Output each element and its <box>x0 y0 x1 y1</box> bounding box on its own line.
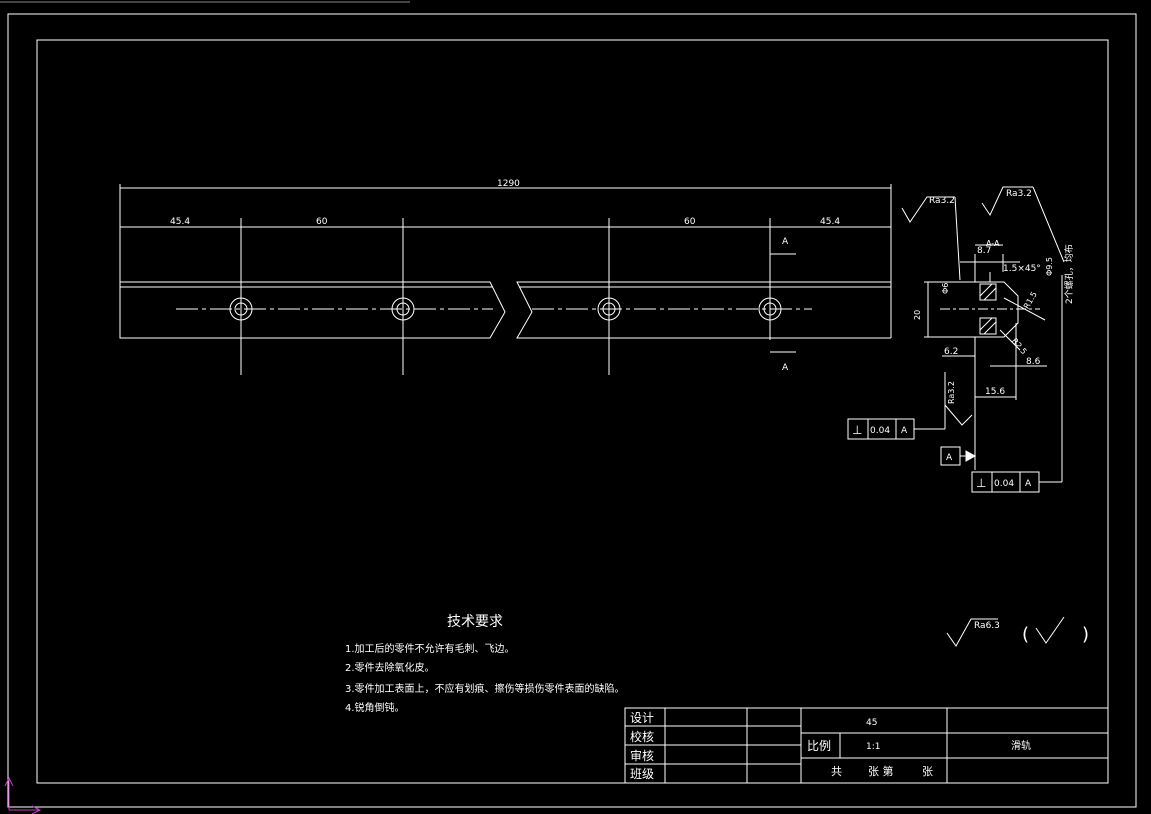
dim-diameter: Φ9.5 <box>1045 257 1054 276</box>
tb-sheet-mid: 张 第 <box>868 764 894 778</box>
requirement-4: 4.锐角倒钝。 <box>345 701 405 714</box>
requirement-3: 3.零件加工表面上，不应有划痕、擦伤等损伤零件表面的缺陷。 <box>345 682 625 695</box>
roughness-top-left: Ra3.2 <box>929 196 955 206</box>
general-roughness-symbol <box>946 616 1065 647</box>
tol1-value: 0.04 <box>870 426 890 436</box>
dim-left-spacing: 60 <box>316 217 328 227</box>
inner-border <box>36 39 1109 784</box>
tol2-datum: A <box>1025 479 1032 489</box>
dim-height: 20 <box>913 310 922 320</box>
requirements-title: 技术要求 <box>447 614 503 630</box>
tol2-symbol: ⊥ <box>976 476 986 490</box>
section-view <box>901 186 1065 483</box>
dim-right-offset: 45.4 <box>820 217 840 227</box>
tol1-symbol: ⊥ <box>852 423 862 437</box>
ucs-icon <box>4 776 42 814</box>
dim-6-2: 6.2 <box>944 347 958 357</box>
dim-right-spacing: 60 <box>684 217 696 227</box>
section-marker-top: A <box>782 237 789 247</box>
tb-row-class: 班级 <box>630 767 654 781</box>
tolerance-frame-1 <box>847 418 915 440</box>
roughness-side: Ra3.2 <box>947 381 956 404</box>
tb-row-design: 设计 <box>630 711 654 725</box>
outer-border <box>7 13 1137 808</box>
tb-scale-label: 比例 <box>807 739 831 753</box>
tb-scale-value: 1:1 <box>866 742 880 752</box>
dim-left-offset: 45.4 <box>170 217 190 227</box>
dim-chamfer: 1.5×45° <box>1003 264 1041 274</box>
dim-phi6: Φ6 <box>941 283 950 294</box>
thread-note: 2个螺孔，均布 <box>1063 244 1075 304</box>
tb-sheet-total: 共 <box>831 765 842 778</box>
tb-material: 45 <box>866 718 877 728</box>
main-view <box>119 184 892 375</box>
roughness-top-right: Ra3.2 <box>1006 189 1032 199</box>
dim-8-6: 8.6 <box>1026 357 1041 367</box>
requirement-1: 1.加工后的零件不允许有毛刺、飞边。 <box>345 642 515 655</box>
tb-part-name: 滑轨 <box>1011 739 1031 752</box>
requirement-2: 2.零件去除氧化皮。 <box>345 661 435 674</box>
general-roughness-close: ) <box>1082 624 1089 645</box>
general-roughness-value: Ra6.3 <box>974 621 1000 631</box>
datum-label: A <box>946 453 953 463</box>
dim-width-top: 8.7 <box>977 246 991 256</box>
dim-r1: R1.5 <box>1022 290 1039 310</box>
tb-row-check: 校核 <box>630 729 654 744</box>
dim-overall-length: 1290 <box>497 179 520 189</box>
tol1-datum: A <box>901 426 908 436</box>
dim-r2: R2.5 <box>1010 336 1029 356</box>
datum-box <box>940 446 961 466</box>
tb-sheet-end: 张 <box>922 765 933 778</box>
section-label: A-A <box>986 239 1000 248</box>
general-roughness-open: ( <box>1022 624 1029 645</box>
tb-row-review: 审核 <box>630 748 654 763</box>
section-marker-bottom: A <box>782 363 789 373</box>
title-block <box>624 707 1109 784</box>
dim-15-6: 15.6 <box>985 387 1005 397</box>
tolerance-frame-2 <box>971 471 1040 493</box>
tol2-value: 0.04 <box>994 479 1014 489</box>
